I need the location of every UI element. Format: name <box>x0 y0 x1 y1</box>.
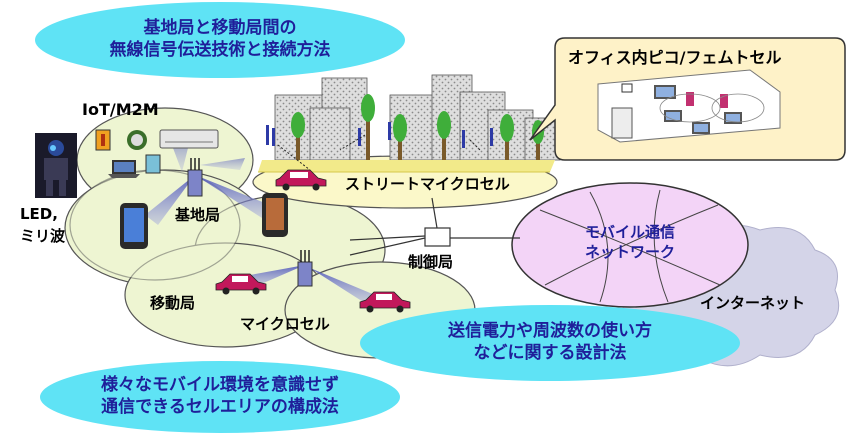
bubble-mid <box>360 305 740 381</box>
microcell-label: マイクロセル <box>240 315 330 333</box>
mobile-network-label: モバイル通信 ネットワーク <box>570 222 690 262</box>
control-station-box <box>424 227 451 247</box>
mobile-network-line2: ネットワーク <box>584 243 675 261</box>
office-callout <box>529 37 846 161</box>
mobile-station-label: 移動局 <box>150 294 196 312</box>
callout-title: オフィス内ピコ/フェムトセル <box>568 48 782 67</box>
street-antennas <box>266 122 493 148</box>
microcell-beams <box>250 265 375 305</box>
street-microcell-label: ストリートマイクロセル <box>345 175 510 193</box>
bubble-top-text: 基地局と移動局間の 無線信号伝送技術と接続方法 <box>60 17 380 61</box>
bubble-mid-line1: 送信電力や周波数の使い方 <box>448 321 652 341</box>
control-station-links <box>349 197 520 256</box>
led-label-line2: ミリ波 <box>20 227 66 245</box>
car-left <box>215 273 267 295</box>
iot-label: IoT/M2M <box>82 100 159 119</box>
mobile-network-ellipse <box>511 182 749 308</box>
bubble-top <box>35 2 405 78</box>
microcell-tower <box>297 250 313 287</box>
bubble-bottom-line2: 通信できるセルエリアの構成法 <box>101 397 339 417</box>
bubble-bottom-text: 様々なモバイル環境を意識せず 通信できるセルエリアの構成法 <box>60 374 380 418</box>
bubble-top-line2: 無線信号伝送技術と接続方法 <box>109 40 331 60</box>
bubble-bottom-line1: 様々なモバイル環境を意識せず <box>101 375 339 395</box>
phone-right <box>262 193 288 237</box>
robot-image <box>35 133 77 198</box>
base-station-label: 基地局 <box>175 206 221 224</box>
led-label-line1: LED, <box>20 205 58 223</box>
cell-areas <box>64 107 476 359</box>
phone-left <box>120 203 148 249</box>
trees <box>291 94 544 160</box>
internet-label: インターネット <box>700 294 806 312</box>
base-station-tower <box>187 158 203 197</box>
bubble-top-line1: 基地局と移動局間の <box>143 18 297 38</box>
mobile-network-line1: モバイル通信 <box>584 223 675 241</box>
car-street <box>275 169 327 191</box>
street-links <box>277 134 481 171</box>
control-station-label: 制御局 <box>408 253 454 271</box>
buildings <box>274 74 561 161</box>
iot-devices <box>95 129 219 178</box>
bubble-mid-text: 送信電力や周波数の使い方 などに関する設計法 <box>390 320 710 364</box>
led-label: LED, ミリ波 <box>20 203 65 247</box>
bubble-bottom <box>40 361 400 433</box>
car-right <box>359 291 411 313</box>
bubble-mid-line2: などに関する設計法 <box>473 343 627 363</box>
